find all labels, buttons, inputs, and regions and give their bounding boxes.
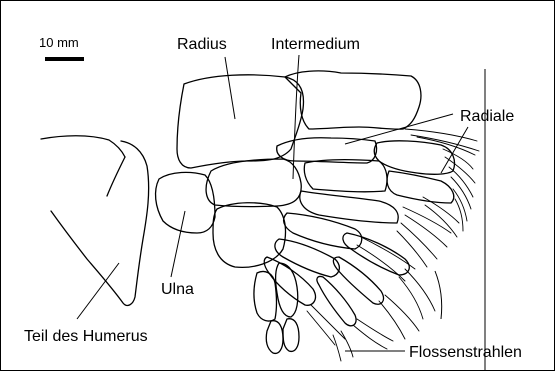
label-humerus: Teil des Humerus [24,328,148,345]
label-radius: Radius [177,36,227,53]
label-flossenstrahlen: Flossenstrahlen [409,344,522,361]
leader-lines [77,55,468,351]
radiale-bone [374,141,454,174]
intermedium-bone [206,159,301,207]
label-intermedium: Intermedium [271,36,360,53]
label-ulna: Ulna [161,281,194,298]
scale-bar-label: 10 mm [39,35,79,50]
humerus-bone [41,136,149,306]
scale-bar: 10 mm [39,35,84,59]
ulna-bone [156,172,215,233]
label-radiale: Radiale [460,108,514,125]
radius-bone [177,75,303,168]
fin-rays [307,129,479,361]
